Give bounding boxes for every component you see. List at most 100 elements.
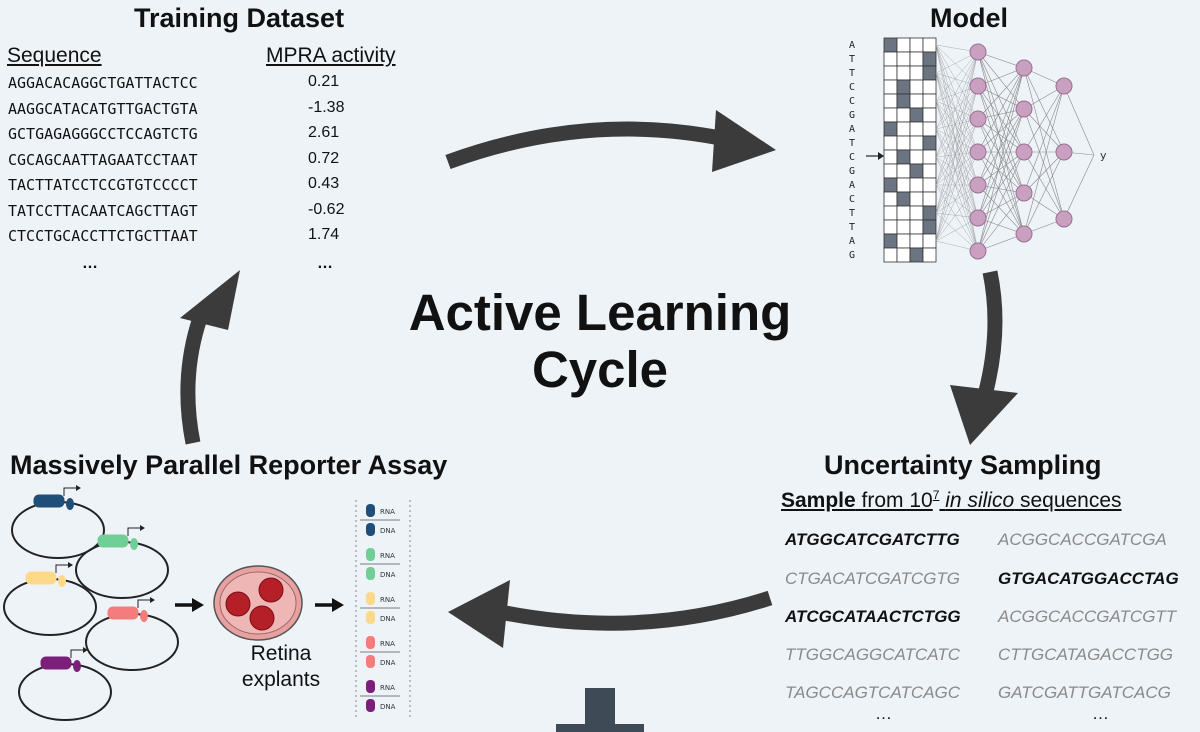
rna-pill <box>366 548 375 561</box>
rna-label: RNA <box>380 640 395 648</box>
promoter-arrow-head <box>83 647 88 653</box>
retina-explant <box>258 577 284 603</box>
one-hot-cell <box>883 149 898 165</box>
dna-label: DNA <box>380 703 396 711</box>
one-hot-cell <box>883 93 898 109</box>
plasmid-barcode <box>58 575 66 587</box>
network-edge <box>935 72 979 219</box>
arrow-training-to-model <box>445 121 732 170</box>
network-edge <box>935 51 979 102</box>
sampled-sequence: CTGACATCGATCGTG <box>785 569 961 588</box>
network-edge <box>935 118 979 214</box>
network-node <box>1015 143 1033 161</box>
subtitle-exponent: 7 <box>932 488 940 502</box>
network-edge <box>935 100 979 186</box>
one-hot-cell <box>883 79 898 95</box>
promoter-arrow-head <box>76 485 81 491</box>
one-hot-cell <box>922 149 937 165</box>
dna-label: DNA <box>380 659 396 667</box>
one-hot-cell <box>896 191 911 207</box>
one-hot-cell <box>922 163 937 179</box>
network-edge <box>977 118 1025 153</box>
uncertainty-sampling-title: Uncertainty Sampling <box>824 450 1102 480</box>
sequence-column-header: Sequence <box>7 44 102 67</box>
network-node <box>1015 184 1033 202</box>
dna-label: DNA <box>380 527 396 535</box>
sequence-letter: G <box>849 166 855 177</box>
one-hot-cell <box>909 247 924 263</box>
rna-label: RNA <box>380 684 395 692</box>
dna-pill <box>366 523 375 536</box>
training-activity-value: 1.74 <box>308 226 340 243</box>
uncertainty-subtitle: Sample from 107 in silico sequences <box>781 488 1122 513</box>
rna-label: RNA <box>380 552 395 560</box>
training-activity-value: 0.43 <box>308 175 340 192</box>
one-hot-cell <box>909 205 924 221</box>
network-edge <box>977 51 1025 194</box>
cycle-title-line-2: Cycle <box>531 341 669 398</box>
rna-pill <box>366 636 375 649</box>
network-edge <box>935 51 979 158</box>
sampled-sequence: ATGGCATCGATCTTG <box>785 530 960 549</box>
network-edge <box>935 85 979 214</box>
arrow-model-to-uncertainty-head <box>950 385 1018 445</box>
sequence-letter: C <box>849 96 855 107</box>
rna-pill <box>366 504 375 517</box>
plasmid-barcode <box>73 660 81 672</box>
dna-pill <box>366 655 375 668</box>
network-edge <box>935 51 979 130</box>
network-edge <box>977 67 1025 219</box>
one-hot-cell <box>883 65 898 81</box>
network-node <box>1055 143 1073 161</box>
promoter-arrow-head <box>150 597 155 603</box>
one-hot-cell <box>896 149 911 165</box>
network-node <box>969 43 987 61</box>
network-edge <box>935 128 979 252</box>
network-node <box>969 110 987 128</box>
one-hot-cell <box>909 177 924 193</box>
one-hot-cell <box>883 247 898 263</box>
one-hot-cell <box>909 233 924 249</box>
promoter-arrow <box>127 527 140 536</box>
network-node <box>969 242 987 260</box>
plasmid-insert <box>33 494 65 508</box>
one-hot-cell <box>922 121 937 137</box>
promoter-arrow <box>137 599 150 608</box>
one-hot-cell <box>922 93 937 109</box>
mpra-title: Massively Parallel Reporter Assay <box>10 450 448 480</box>
sampled-sequence: GTGACATGGACCTAG <box>998 569 1179 588</box>
network-node <box>1015 100 1033 118</box>
dna-pill <box>366 699 375 712</box>
network-edge <box>977 151 1025 252</box>
one-hot-cell <box>883 37 898 53</box>
network-edge <box>1023 151 1065 220</box>
network-edge <box>935 184 979 219</box>
process-arrow-head <box>332 598 344 612</box>
plasmid-ring <box>85 613 179 671</box>
network-edge <box>935 184 979 252</box>
input-arrow-head <box>878 152 884 160</box>
one-hot-cell <box>909 37 924 53</box>
network-edge <box>935 184 979 242</box>
one-hot-cell <box>883 163 898 179</box>
retina-label-line-1: Retina <box>250 642 312 665</box>
sequence-letter: T <box>849 138 855 149</box>
sampled-sequence: CTTGCATAGACCTGG <box>998 645 1174 664</box>
network-edge <box>935 151 979 186</box>
one-hot-cell <box>883 51 898 67</box>
network-edge <box>935 51 979 186</box>
promoter-arrow <box>55 564 68 573</box>
network-edge <box>1023 67 1065 153</box>
sampled-sequence: GATCGATTGATCACG <box>998 683 1171 702</box>
network-edge <box>977 192 1025 252</box>
sequence-letter: T <box>849 222 855 233</box>
network-edge <box>935 151 979 214</box>
one-hot-cell <box>883 205 898 221</box>
sample-word: Sample <box>781 489 856 512</box>
one-hot-cell <box>896 233 911 249</box>
arrow-mpra-to-training <box>180 315 208 445</box>
network-edge <box>1063 154 1095 220</box>
